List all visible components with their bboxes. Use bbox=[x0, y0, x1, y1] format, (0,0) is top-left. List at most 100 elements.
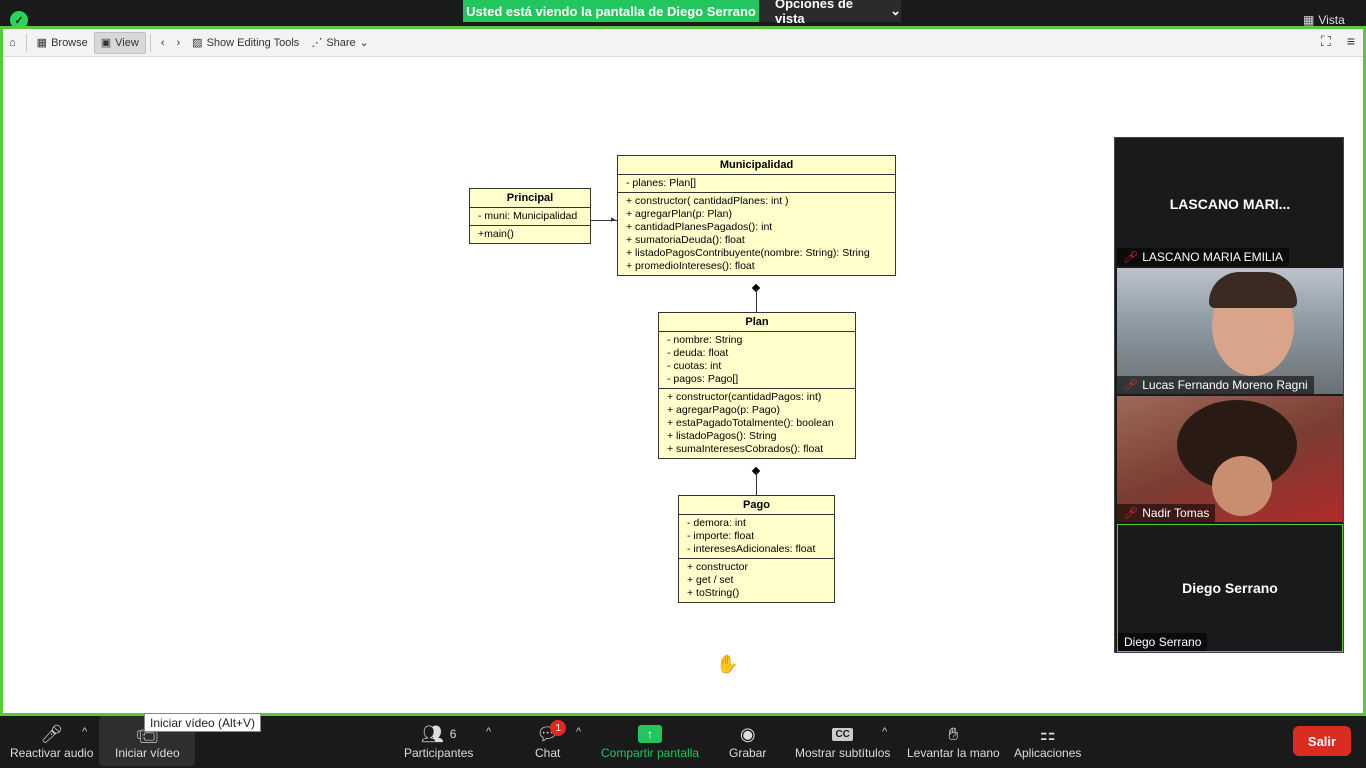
participant-label: 🎤︎ Nadir Tomas bbox=[1117, 504, 1216, 522]
attribute: - nombre: String bbox=[667, 334, 743, 346]
share-banner: Usted está viendo la pantalla de Diego S… bbox=[463, 0, 759, 22]
attribute: - cuotas: int bbox=[667, 360, 722, 372]
leave-button[interactable]: Salir bbox=[1293, 726, 1351, 756]
record-icon: ◉ bbox=[739, 723, 756, 744]
raise-hand-button[interactable]: ✋︎ Levantar la mano bbox=[907, 722, 1000, 761]
vista-label: Vista bbox=[1318, 13, 1345, 27]
apps-button[interactable]: ⚏ Aplicaciones bbox=[1014, 722, 1081, 761]
home-button[interactable]: ⌂ bbox=[3, 32, 22, 54]
chat-unread-badge: 1 bbox=[550, 720, 567, 736]
uml-class-principal: Principal - muni: Municipalidad +main() bbox=[469, 188, 591, 244]
participant-name-large: Diego Serrano bbox=[1182, 580, 1278, 596]
method: + constructor( cantidadPlanes: int ) bbox=[626, 195, 789, 207]
back-button[interactable]: ‹ bbox=[155, 32, 171, 54]
method: + constructor(cantidadPagos: int) bbox=[667, 391, 822, 403]
method: + sumaInteresesCobrados(): float bbox=[667, 443, 824, 455]
unmute-audio-label: Reactivar audio bbox=[10, 746, 94, 760]
class-methods: +main() bbox=[470, 226, 590, 243]
hand-cursor-icon: ✋ bbox=[716, 654, 739, 674]
share-label: Share bbox=[326, 36, 356, 49]
browse-icon: ▦ bbox=[36, 37, 48, 49]
video-tooltip: Iniciar vídeo (Alt+V) bbox=[144, 713, 262, 732]
class-methods: + constructor( cantidadPlanes: int ) + a… bbox=[618, 193, 895, 275]
class-attributes: - demora: int - importe: float - interes… bbox=[679, 515, 834, 559]
view-button[interactable]: ▣ View bbox=[93, 31, 146, 54]
participant-tile-nadir[interactable]: 🎤︎ Nadir Tomas bbox=[1117, 396, 1343, 522]
participant-name: Lucas Fernando Moreno Ragni bbox=[1142, 378, 1308, 392]
raise-hand-icon: ✋︎ bbox=[948, 723, 959, 744]
method: + estaPagadoTotalmente(): boolean bbox=[667, 417, 834, 429]
browse-button[interactable]: ▦ Browse bbox=[31, 32, 94, 54]
share-screen-icon: ↑ bbox=[638, 725, 663, 743]
class-attributes: - muni: Municipalidad bbox=[470, 208, 590, 226]
audio-options-caret-icon[interactable]: ^ bbox=[82, 726, 88, 738]
share-screen-label: Compartir pantalla bbox=[601, 746, 700, 760]
method: + promedioIntereses(): float bbox=[626, 260, 755, 272]
participant-name: Nadir Tomas bbox=[1142, 506, 1210, 520]
composition-line bbox=[756, 472, 757, 495]
captions-button[interactable]: CC Mostrar subtítulos bbox=[795, 722, 890, 760]
people-icon: 👥︎ bbox=[420, 723, 444, 744]
viewer-toolbar: ⌂ ▦ Browse ▣ View ‹ › ▨ Show Editing Too… bbox=[3, 29, 1363, 57]
share-screen-button[interactable]: ↑ Compartir pantalla bbox=[601, 722, 699, 760]
share-menu-button[interactable]: ⋰ Share ⌄ bbox=[305, 32, 375, 54]
chat-caret-icon[interactable]: ^ bbox=[576, 726, 582, 738]
method: + get / set bbox=[687, 574, 734, 586]
participant-tile-lascano[interactable]: LASCANO MARI... 🎤︎ LASCANO MARIA EMILIA bbox=[1117, 140, 1343, 266]
vista-button[interactable]: ▦ Vista bbox=[1303, 10, 1345, 30]
chat-label: Chat bbox=[535, 746, 561, 760]
attribute: - importe: float bbox=[687, 530, 755, 542]
mic-off-icon: 🎤︎ bbox=[40, 723, 64, 744]
method: +main() bbox=[478, 228, 514, 240]
security-shield-icon[interactable]: ✓ bbox=[10, 11, 28, 29]
participant-tile-lucas[interactable]: 🎤︎ Lucas Fernando Moreno Ragni bbox=[1117, 268, 1343, 394]
view-options-label: Opciones de vista bbox=[775, 0, 854, 26]
fit-screen-icon[interactable]: ⛶ bbox=[1321, 33, 1331, 49]
chat-button[interactable]: 💬︎ 1 Chat bbox=[535, 720, 567, 760]
participant-label: 🎤︎ LASCANO MARIA EMILIA bbox=[1117, 248, 1289, 266]
unmute-audio-button[interactable]: 🎤︎ Reactivar audio bbox=[10, 722, 94, 761]
home-icon: ⌂ bbox=[9, 36, 16, 49]
participants-button[interactable]: 👥︎ 6 Participantes bbox=[404, 722, 473, 761]
show-editing-tools-button[interactable]: ▨ Show Editing Tools bbox=[186, 32, 305, 54]
composition-line bbox=[756, 289, 757, 312]
uml-class-plan: Plan - nombre: String - deuda: float - c… bbox=[658, 312, 856, 459]
method: + listadoPagosContribuyente(nombre: Stri… bbox=[626, 247, 870, 259]
class-name: Principal bbox=[470, 189, 590, 208]
arrow-head-icon: ▸ bbox=[611, 214, 616, 224]
participant-video-hair bbox=[1209, 272, 1297, 308]
record-button[interactable]: ◉ Grabar bbox=[729, 722, 766, 761]
forward-button[interactable]: › bbox=[170, 32, 186, 54]
cc-icon: CC bbox=[832, 727, 853, 741]
class-name: Pago bbox=[679, 496, 834, 515]
captions-caret-icon[interactable]: ^ bbox=[882, 726, 888, 738]
share-icon: ⋰ bbox=[311, 37, 323, 49]
chevron-right-icon: › bbox=[176, 36, 181, 49]
raise-hand-label: Levantar la mano bbox=[907, 746, 1000, 760]
method: + agregarPago(p: Pago) bbox=[667, 404, 780, 416]
toolbar-divider bbox=[149, 33, 151, 52]
attribute: - planes: Plan[] bbox=[626, 177, 697, 189]
captions-label: Mostrar subtítulos bbox=[795, 746, 891, 760]
participant-name-large: LASCANO MARI... bbox=[1169, 196, 1291, 212]
apps-icon: ⚏ bbox=[1039, 723, 1056, 744]
class-methods: + constructor(cantidadPagos: int) + agre… bbox=[659, 389, 855, 458]
method: + sumatoriaDeuda(): float bbox=[626, 234, 745, 246]
participant-name: LASCANO MARIA EMILIA bbox=[1142, 250, 1283, 264]
participant-video-face bbox=[1212, 456, 1272, 516]
method: + cantidadPlanesPagados(): int bbox=[626, 221, 773, 233]
class-name: Municipalidad bbox=[618, 156, 895, 175]
image-edit-icon: ▨ bbox=[192, 37, 203, 49]
menu-icon[interactable]: ≡ bbox=[1346, 33, 1355, 49]
view-options-button[interactable]: Opciones de vista ⌄ bbox=[759, 0, 901, 26]
class-methods: + constructor + get / set + toString() bbox=[679, 559, 834, 602]
attribute: - demora: int bbox=[687, 517, 746, 529]
participants-caret-icon[interactable]: ^ bbox=[486, 726, 492, 738]
attribute: - muni: Municipalidad bbox=[478, 210, 578, 222]
class-name: Plan bbox=[659, 313, 855, 332]
method: + toString() bbox=[687, 587, 740, 599]
toolbar-divider bbox=[25, 33, 27, 52]
association-arrow bbox=[591, 220, 617, 221]
participant-tile-diego[interactable]: Diego Serrano Diego Serrano bbox=[1117, 524, 1343, 652]
show-editing-tools-label: Show Editing Tools bbox=[206, 36, 300, 49]
